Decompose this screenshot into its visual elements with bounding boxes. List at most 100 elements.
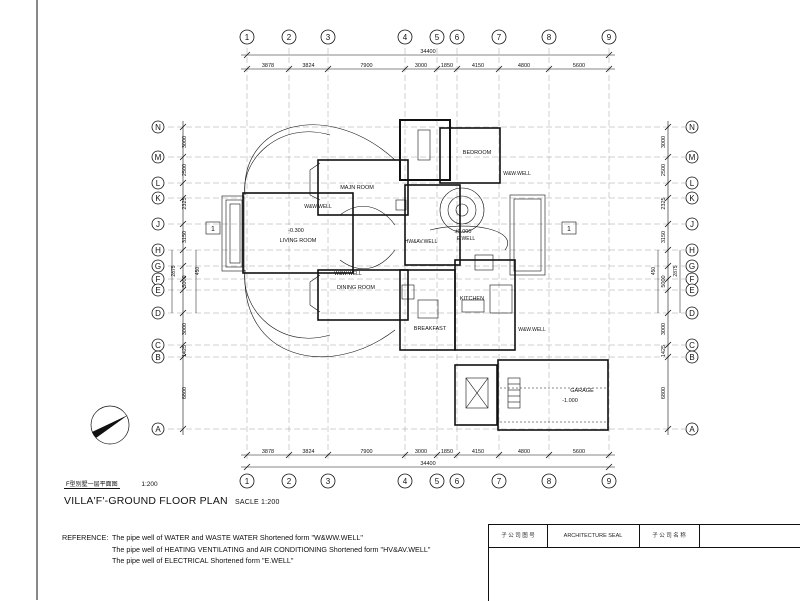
row-bubble-left-E: E [151,283,165,297]
right-dim-0: 3000 [661,136,667,148]
svg-text:M: M [689,153,696,162]
left-dim-7: 6800 [182,387,188,399]
svg-text:4: 4 [403,477,408,486]
bottom-dim-2: 7900 [360,449,372,455]
column-bubble-top-4: 4 [397,29,413,45]
svg-text:7: 7 [497,477,502,486]
well-label-ww-3: W&W.WELL [334,271,362,277]
svg-text:F: F [690,275,695,284]
svg-text:9: 9 [607,477,612,486]
plan-title-text: VILLA'F'-GROUND FLOOR PLAN [64,495,228,507]
right-dim-1: 2500 [661,164,667,176]
plan-subcaption: F型别墅一层平面图 1:200 [64,479,158,489]
column-bubble-bottom-6: 6 [449,473,465,489]
bottom-overall-dim: 34400 [420,461,435,467]
plan-subcaption-label: F型别墅一层平面图 [64,479,120,489]
row-bubble-right-J: J [685,217,699,231]
plan-title-scale: SACLE 1:200 [234,499,280,506]
svg-text:4: 4 [403,33,408,42]
plan-title: VILLA'F'-GROUND FLOOR PLAN SACLE 1:200 [64,495,280,507]
left-dim-1: 2500 [182,164,188,176]
well-label-e: E.WELL [457,236,476,242]
room-label-kitchen: KITCHEN [460,296,484,302]
svg-text:H: H [155,246,161,255]
column-bubble-top-3: 3 [320,29,336,45]
bottom-dim-4: 1850 [441,449,453,455]
svg-text:M: M [155,153,162,162]
row-bubble-right-N: N [685,120,699,134]
plan-subcaption-scale: 1:200 [141,481,158,488]
row-bubble-right-B: B [685,350,699,364]
svg-text:9: 9 [607,33,612,42]
left-dim-0: 3000 [182,136,188,148]
column-bubble-top-1: 1 [239,29,255,45]
row-bubble-right-E: E [685,283,699,297]
row-bubble-left-H: H [151,243,165,257]
room-label-majn-room: MAJN ROOM [340,185,374,191]
left-dim-5: 3000 [182,323,188,335]
room-label-dining-room: DINING ROOM [337,285,375,291]
row-bubble-right-F: F [685,272,699,286]
svg-text:6: 6 [455,477,460,486]
svg-text:J: J [156,220,160,229]
row-bubble-left-C: C [151,338,165,352]
svg-text:6: 6 [455,33,460,42]
row-bubble-right-L: L [685,176,699,190]
top-overall-dim: 34400 [420,49,435,55]
bottom-dim-3: 3000 [415,449,427,455]
left-side-dim-2: 450 [195,267,201,276]
title-block-cell-3: 子 公 司 名 称 [639,525,700,547]
room-label-garage: GARAGE [570,388,594,394]
svg-text:N: N [689,123,695,132]
left-side-dim-0: 2875 [171,265,177,276]
right-dim-7: 6800 [661,387,667,399]
level-garage: -1.000 [562,398,578,404]
svg-text:1: 1 [245,477,250,486]
well-label-ww-4: W&W.WELL [518,327,546,333]
column-bubble-bottom-2: 2 [281,473,297,489]
row-bubble-right-D: D [685,306,699,320]
column-bubble-top-7: 7 [491,29,507,45]
svg-text:G: G [689,262,695,271]
column-bubble-top-6: 6 [449,29,465,45]
svg-text:5: 5 [435,33,440,42]
reference-line-1: The pipe well of WATER and WASTE WATER S… [112,533,363,542]
well-label-ww-2: W&W.WELL [304,204,332,210]
room-label-bedroom: BEDROOM [463,150,492,156]
reference-notes: REFERENCE:The pipe well of WATER and WAS… [62,532,482,567]
well-label-hvav: HW&AV.WELL [405,239,438,245]
north-arrow-icon [90,405,130,445]
row-bubble-right-A: A [685,422,699,436]
top-dim-7: 5600 [573,63,585,69]
bottom-dim-6: 4800 [518,449,530,455]
svg-text:A: A [155,425,161,434]
right-dim-4: 5000 [661,275,667,287]
svg-text:N: N [155,123,161,132]
svg-text:J: J [690,220,694,229]
level-living: -0.300 [288,228,304,234]
top-dim-1: 3824 [302,63,314,69]
column-bubble-bottom-3: 3 [320,473,336,489]
svg-text:1: 1 [245,33,250,42]
svg-text:2: 2 [287,477,292,486]
right-dim-6: 1425 [661,345,667,357]
row-bubble-left-L: L [151,176,165,190]
svg-text:C: C [689,341,695,350]
svg-text:8: 8 [547,33,552,42]
svg-text:3: 3 [326,477,331,486]
left-dim-3: 3150 [182,231,188,243]
building-walls [242,119,609,431]
svg-text:G: G [155,262,161,271]
svg-text:E: E [155,286,160,295]
column-bubble-bottom-5: 5 [429,473,445,489]
top-dim-5: 4150 [472,63,484,69]
right-dim-3: 3150 [661,231,667,243]
svg-text:7: 7 [497,33,502,42]
svg-text:B: B [689,353,694,362]
svg-text:2: 2 [287,33,292,42]
section-marker-west-label: 1 [211,226,215,233]
